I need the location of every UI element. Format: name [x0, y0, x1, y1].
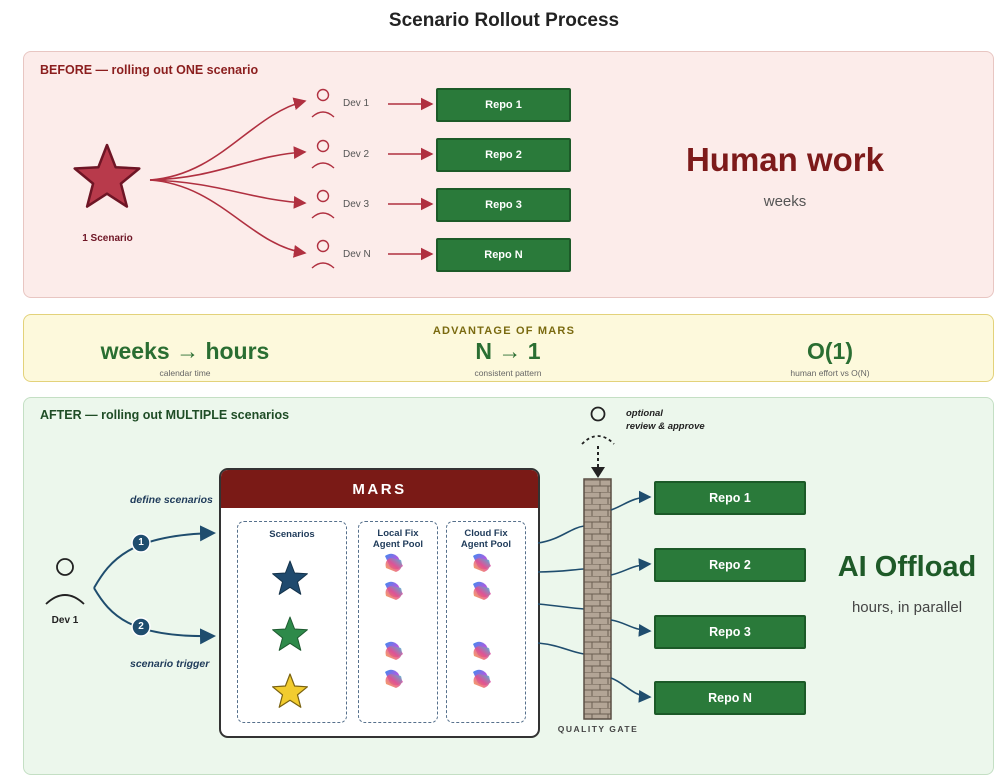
gate-repo-arrow	[610, 619, 652, 637]
scenario-trigger-arrow	[93, 587, 216, 645]
optional-line-1: optional	[626, 408, 663, 419]
step-badge-2-label: 2	[138, 621, 144, 632]
repo-box: Repo 1	[436, 88, 571, 122]
copilot-agent-icon	[473, 669, 491, 688]
gate-repo-arrow	[610, 677, 652, 703]
quality-gate-label: QUALITY GATE	[557, 724, 639, 734]
gate-repo-arrow	[610, 490, 652, 511]
before-title: BEFORE — rolling out ONE scenario	[40, 63, 259, 77]
repo-box: Repo N	[436, 238, 571, 272]
before-headline: Human work	[685, 141, 885, 178]
gate-repo-arrow	[610, 558, 652, 576]
person-icon	[311, 189, 335, 219]
scenario-star-yellow-icon	[272, 673, 308, 708]
copilot-agent-icon	[385, 669, 403, 688]
person-icon	[311, 239, 335, 269]
fan-arrow-1	[149, 97, 307, 181]
scenario-star-icon	[73, 143, 141, 208]
copilot-agent-icon	[473, 641, 491, 660]
scenarios-column-title: Scenarios	[269, 529, 315, 540]
local-fix-column: Local Fix Agent Pool	[358, 521, 438, 723]
after-headline: AI Offload	[837, 551, 977, 583]
dev-label: Dev 2	[343, 149, 370, 160]
fan-arrow-3	[149, 179, 307, 209]
repo-box: Repo 3	[436, 188, 571, 222]
local-fix-column-title: Local Fix Agent Pool	[372, 528, 424, 550]
quality-gate-wall	[583, 478, 612, 720]
after-dev-label: Dev 1	[51, 615, 79, 626]
scenario-label: 1 Scenario	[82, 233, 133, 244]
mars-gate-line	[537, 525, 585, 544]
define-scenarios-arrow	[93, 525, 216, 589]
advantage-metric: N → 1	[475, 338, 541, 364]
repo-box: Repo 2	[654, 548, 806, 582]
after-subline: hours, in parallel	[851, 599, 963, 616]
dev-label: Dev 1	[343, 98, 370, 109]
step-badge-2	[131, 617, 151, 637]
optional-line-2: review & approve	[626, 421, 705, 432]
repo-box: Repo N	[654, 681, 806, 715]
cloud-fix-column-title: Cloud Fix Agent Pool	[460, 528, 512, 550]
person-icon	[311, 139, 335, 169]
copilot-agent-icon	[385, 553, 403, 572]
scenario-star-navy-icon	[272, 560, 308, 595]
mars-box: MARS Scenarios Local Fix Agent Pool Clou…	[219, 468, 540, 738]
copilot-agent-icon	[385, 581, 403, 600]
step-badge-1-label: 1	[138, 537, 144, 548]
dev-label: Dev N	[343, 249, 371, 260]
dev-label: Dev 3	[343, 199, 370, 210]
copilot-agent-icon	[473, 581, 491, 600]
fan-arrow-4	[149, 179, 307, 258]
copilot-agent-icon	[385, 641, 403, 660]
advantage-caption: consistent pattern	[474, 368, 542, 378]
mars-gate-line	[537, 603, 585, 610]
cloud-fix-column: Cloud Fix Agent Pool	[446, 521, 526, 723]
advantage-caption: human effort vs O(N)	[790, 368, 870, 378]
reviewer-person-icon	[581, 406, 615, 445]
after-title: AFTER — rolling out MULTIPLE scenarios	[40, 408, 290, 422]
scenario-trigger-label: scenario trigger	[130, 658, 210, 670]
page-title: Scenario Rollout Process	[388, 10, 620, 31]
person-icon	[45, 558, 85, 605]
review-arrowhead	[591, 467, 605, 478]
person-icon	[311, 88, 335, 118]
fan-arrow-2	[149, 146, 307, 181]
step-badge-1	[131, 533, 151, 553]
advantage-title: ADVANTAGE OF MARS	[432, 325, 576, 337]
optional-review-label: optional review & approve	[626, 407, 705, 433]
before-subline: weeks	[763, 193, 807, 210]
mars-gate-line	[537, 642, 585, 655]
mars-header: MARS	[221, 470, 538, 508]
copilot-agent-icon	[473, 553, 491, 572]
mars-gate-line	[537, 568, 585, 573]
scenario-star-green-icon	[272, 616, 308, 651]
define-scenarios-label: define scenarios	[130, 494, 213, 506]
advantage-caption: calendar time	[159, 368, 211, 378]
advantage-metric: weeks → hours	[100, 338, 270, 364]
repo-box: Repo 2	[436, 138, 571, 172]
advantage-metric: O(1)	[807, 338, 853, 364]
repo-box: Repo 1	[654, 481, 806, 515]
advantage-panel	[23, 314, 994, 382]
repo-box: Repo 3	[654, 615, 806, 649]
